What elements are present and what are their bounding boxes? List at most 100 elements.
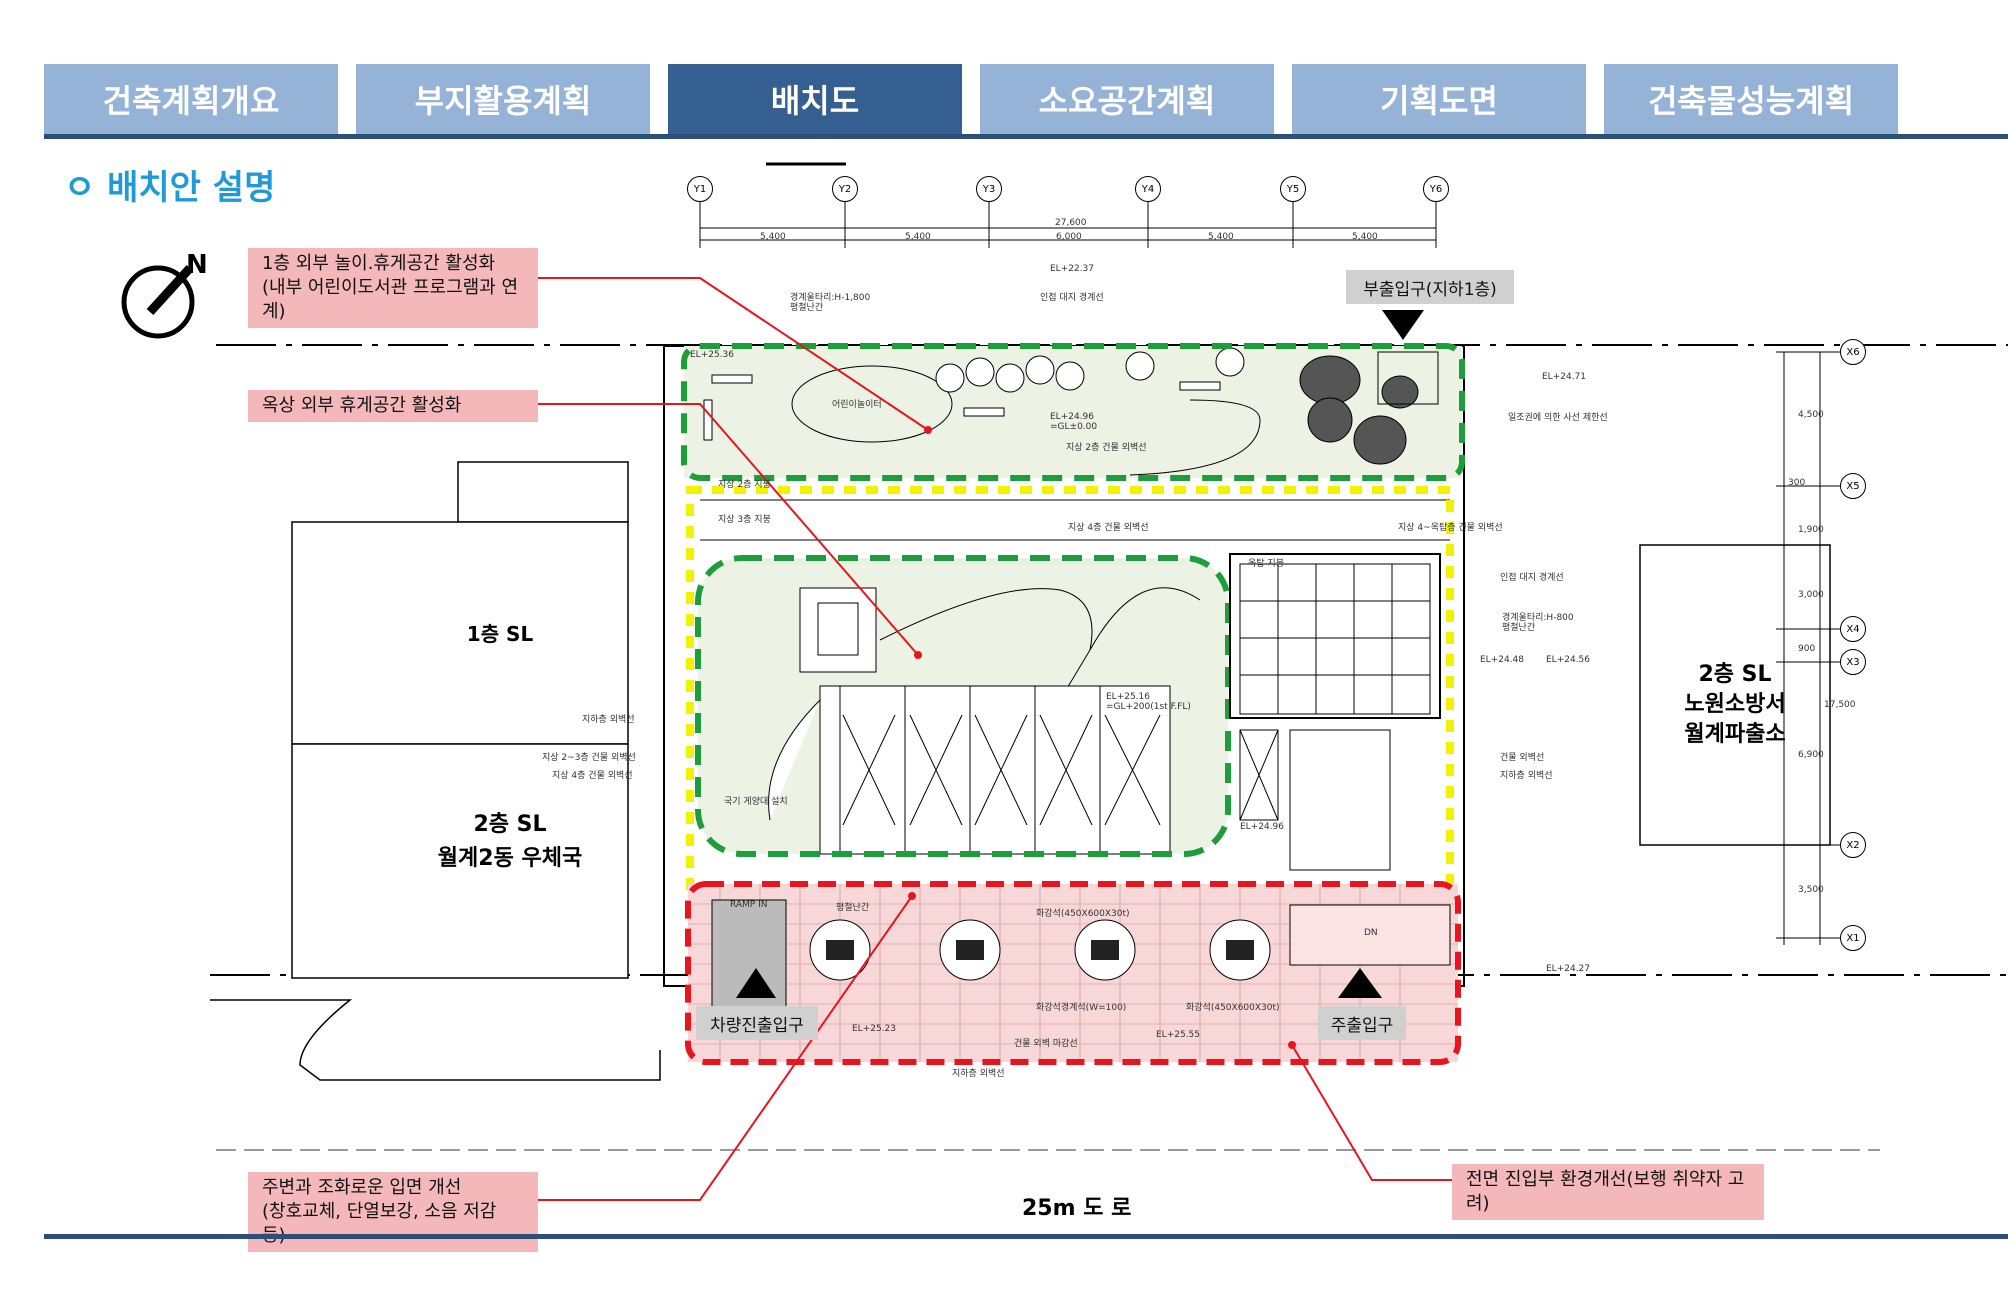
grid-x4: X4: [1840, 616, 1866, 642]
callout-line: 1층 외부 놀이.휴게공간 활성화: [262, 253, 496, 274]
neighbor-line: 노원소방서: [1684, 692, 1786, 717]
main-entrance-label: 주출입구: [1318, 1006, 1406, 1040]
callout-line: (내부 어린이도서관 프로그램과 연계): [262, 277, 519, 322]
note-wall: 지상 2층 건물 외벽선: [1066, 443, 1147, 453]
callout-line: 전면 진입부 환경개선(보행 취약자 고려): [1466, 1169, 1745, 1214]
dim-span: 5,400: [1352, 232, 1378, 242]
note-fence: 경계울타리:H-1,800: [790, 293, 871, 303]
note-elevation: EL+24.48: [1480, 655, 1525, 665]
dim-span: 5,400: [1208, 232, 1234, 242]
callout-line: 옥상 외부 휴게공간 활성화: [262, 395, 462, 416]
note-elevation: EL+22.37: [1050, 264, 1095, 274]
dim-span: 5,400: [905, 232, 931, 242]
note-curb: 화강석경계석(W=100): [1036, 1003, 1127, 1013]
vehicle-entrance-marker-icon: [736, 968, 776, 998]
grid-x6: X6: [1840, 339, 1866, 365]
grid-y6: Y6: [1423, 176, 1449, 202]
neighbor-label-right: 2층 SL 노원소방서 월계파출소: [1640, 660, 1830, 750]
note-boundary: 인접 대지 경계선: [1040, 293, 1104, 303]
note-elevation: EL+24.27: [1546, 964, 1591, 974]
header-divider: [44, 134, 2008, 139]
vehicle-entrance-label: 차량진출입구: [696, 1006, 818, 1040]
note-elevation: EL+24.96: [1240, 822, 1285, 832]
note-elevation: EL+25.55: [1156, 1030, 1201, 1040]
callout-line: 주변과 조화로운 입면 개선: [262, 1177, 462, 1198]
note-wall: 지하층 외벽선: [582, 715, 635, 725]
note-paving: 화강석(450X600X30t): [1186, 1003, 1280, 1013]
note-playground: 어린이놀이터: [832, 400, 882, 410]
note-fence: 경계울타리:H-800: [1502, 613, 1574, 623]
north-arrow-icon: [121, 264, 195, 339]
note-roof: 지상 2층 지붕: [718, 480, 771, 490]
note-elevation: EL+25.36: [690, 350, 735, 360]
note-roof: 옥탑 지붕: [1248, 559, 1284, 569]
dim-span: 6,000: [1056, 232, 1082, 242]
dim-right: 6,900: [1798, 750, 1824, 760]
neighbor-line: 월계2동 우체국: [437, 846, 583, 871]
grid-x1: X1: [1840, 925, 1866, 951]
tab-label: 건축계획개요: [102, 82, 280, 120]
note-elevation: EL+25.16: [1106, 692, 1151, 702]
callout-entrance-environment: 전면 진입부 환경개선(보행 취약자 고려): [1452, 1164, 1764, 1220]
tab-label: 소요공간계획: [1038, 82, 1216, 120]
main-entrance-marker-icon: [1338, 968, 1382, 998]
dim-right: 4,500: [1798, 410, 1824, 420]
note-stairs-down: DN: [1364, 928, 1378, 938]
note-elevation: EL+24.71: [1542, 372, 1587, 382]
neighbor-line: 2층 SL: [473, 812, 547, 837]
tab-site-utilization[interactable]: 부지활용계획: [356, 64, 650, 134]
note-wall: 지하층 외벽선: [1500, 771, 1553, 781]
dim-right: 300: [1788, 478, 1806, 488]
dim-right: 900: [1798, 644, 1816, 654]
neighbor-label-left-bottom: 2층 SL 월계2동 우체국: [400, 808, 620, 876]
note-wall: 지상 2~3층 건물 외벽선: [542, 753, 636, 763]
neighbor-line: 월계파출소: [1684, 722, 1786, 747]
note-wall: 건물 외벽선: [1500, 753, 1545, 763]
note-wall: 지상 4층 건물 외벽선: [1068, 523, 1149, 533]
grid-y2: Y2: [832, 176, 858, 202]
sub-entrance-marker-icon: [1382, 310, 1424, 340]
note-elevation: EL+24.56: [1546, 655, 1591, 665]
grid-y5: Y5: [1280, 176, 1306, 202]
note-roof: 지상 3층 지붕: [718, 515, 771, 525]
tab-label: 기획도면: [1380, 82, 1498, 120]
section-title: ㅇ 배치안 설명: [64, 168, 276, 208]
grid-x2: X2: [1840, 832, 1866, 858]
grid-x5: X5: [1840, 473, 1866, 499]
dim-right: 1,900: [1798, 525, 1824, 535]
note-elevation: =GL±0.00: [1050, 422, 1098, 432]
note-wall: 지상 4층 건물 외벽선: [552, 771, 633, 781]
tab-label: 배치도: [770, 82, 860, 120]
dim-right: 17,500: [1824, 700, 1856, 710]
dim-span: 5,400: [760, 232, 786, 242]
tab-label: 부지활용계획: [414, 82, 592, 120]
callout-line: (창호교체, 단열보강, 소음 저감 등): [262, 1201, 497, 1246]
neighbor-line: 2층 SL: [1698, 662, 1772, 687]
grid-y1: Y1: [687, 176, 713, 202]
note-elevation: =GL+200(1st F.FL): [1106, 702, 1191, 712]
tab-label: 건축물성능계획: [1647, 82, 1855, 120]
callout-rooftop: 옥상 외부 휴게공간 활성화: [248, 390, 538, 422]
dim-total: 27,600: [1055, 218, 1087, 228]
note-wall: 지상 4~옥탑층 건물 외벽선: [1398, 523, 1503, 533]
note-fence: 평철난간: [1502, 623, 1536, 633]
note-wall: 건물 외벽 마감선: [1014, 1039, 1078, 1049]
grid-x3: X3: [1840, 649, 1866, 675]
neighbor-label-left-top: 1층 SL: [466, 622, 534, 646]
tab-building-overview[interactable]: 건축계획개요: [44, 64, 338, 134]
footer-divider: [44, 1234, 2008, 1239]
tab-space-program[interactable]: 소요공간계획: [980, 64, 1274, 134]
grid-y3: Y3: [976, 176, 1002, 202]
note-paving: 화강석(450X600X30t): [1036, 909, 1130, 919]
north-label: N: [186, 250, 208, 280]
tab-site-plan[interactable]: 배치도: [668, 64, 962, 134]
tab-planning-drawings[interactable]: 기획도면: [1292, 64, 1586, 134]
note-sunlight: 일조권에 의한 사선 제한선: [1508, 413, 1608, 423]
dim-right: 3,000: [1798, 590, 1824, 600]
dim-right: 3,500: [1798, 885, 1824, 895]
road-label: 25m 도 로: [1022, 1196, 1132, 1221]
note-elevation: EL+24.96: [1050, 412, 1095, 422]
note-railing: 평철난간: [836, 903, 870, 913]
tab-building-performance[interactable]: 건축물성능계획: [1604, 64, 1898, 134]
